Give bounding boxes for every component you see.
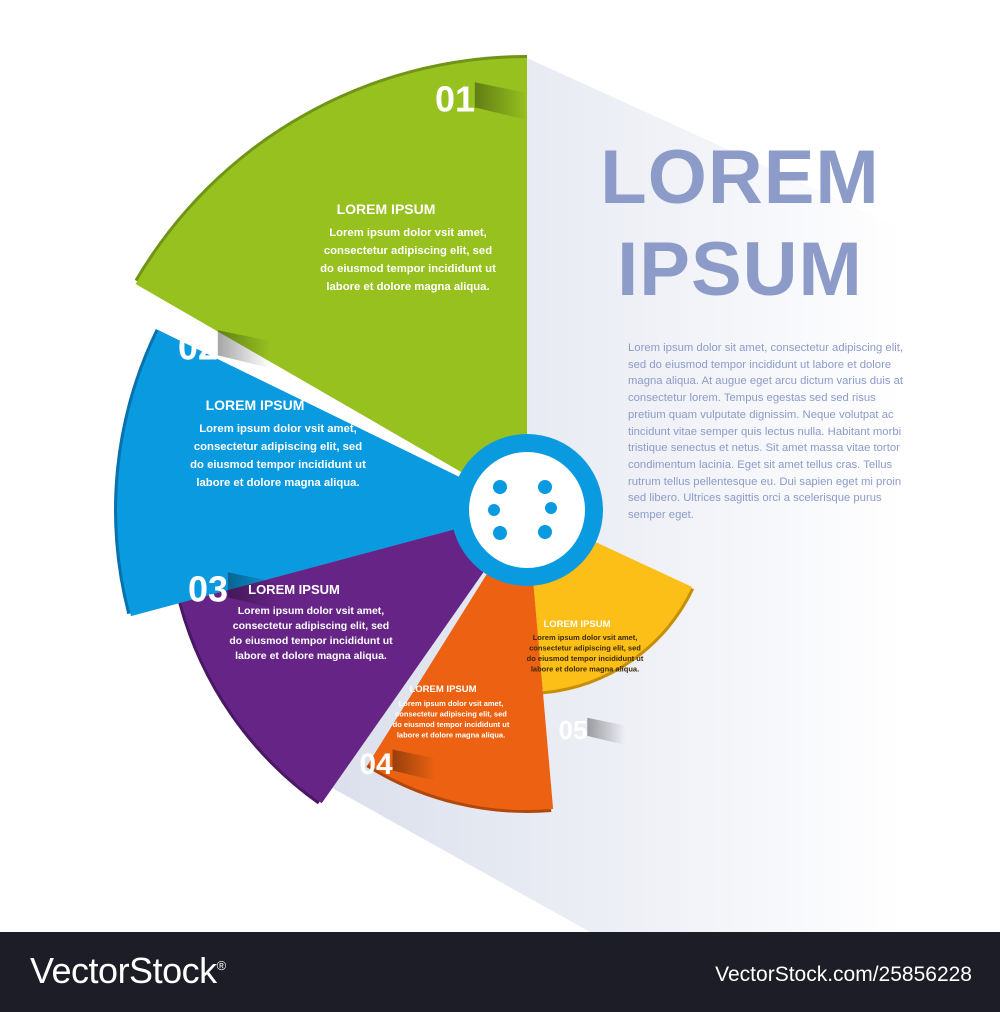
segment-1-body-line: Lorem ipsum dolor vsit amet, [329,227,487,239]
segment-4-body: Lorem ipsum dolor vsit amet, consectetur … [393,699,510,740]
segment-3-title: LOREM IPSUM [248,582,340,597]
segment-5-body: Lorem ipsum dolor vsit amet, consectetur … [527,633,644,674]
segment-1-number: 01 [435,79,475,120]
footer-image-id: VectorStock.com/25856228 [715,963,972,986]
segment-3-body-line: Lorem ipsum dolor vsit amet, [238,605,385,617]
segment-5-body-line: do eiusmod tempor incididunt ut [527,654,644,663]
segment-5-body-line: labore et dolore magna aliqua. [531,665,639,674]
film-reel-icon [488,480,557,540]
segment-2-title: LOREM IPSUM [206,397,305,413]
segment-4-body-line: consectetur adipiscing elit, sed [395,710,507,719]
headline-line-1: LOREM [600,135,880,220]
segment-3-body-line: labore et dolore magna aliqua. [235,650,387,662]
segment-5-number-shadow [587,717,625,745]
segment-4-wedge [368,510,554,811]
hub-disc [469,452,585,568]
segment-2-body-line: consectetur adipiscing elit, sed [194,441,362,453]
segment-1-number-shadow [474,82,527,120]
segment-1-body-line: consectetur adipiscing elit, sed [324,245,492,257]
segment-2-body-line: labore et dolore magna aliqua. [196,477,359,489]
segment-3-body: Lorem ipsum dolor vsit amet, consectetur … [229,605,393,662]
segment-1-body-line: labore et dolore magna aliqua. [326,281,489,293]
segment-2-wedge [117,330,528,617]
segment-2-number: 02 [178,327,218,368]
description-paragraph: Lorem ipsum dolor sit amet, consectetur … [628,342,904,522]
segment-4: 04 LOREM IPSUM Lorem ipsum dolor vsit amet… [359,510,554,813]
footer-brand: VectorStock [30,950,217,991]
watermark-footer: VectorStock® VectorStock.com/25856228 [0,932,1000,1012]
segment-3-body-line: do eiusmod tempor incididunt ut [229,635,393,647]
segment-3-number: 03 [188,569,228,610]
segment-5-body-line: Lorem ipsum dolor vsit amet, [533,633,638,642]
center-hub [451,434,603,586]
segment-4-body-line: do eiusmod tempor incididunt ut [393,720,510,729]
segment-2-number-shadow [217,330,270,368]
segment-3-body-line: consectetur adipiscing elit, sed [233,620,389,632]
segment-4-body-line: Lorem ipsum dolor vsit amet, [399,699,504,708]
segment-1-wedge [135,58,527,510]
segment-1-body: Lorem ipsum dolor vsit amet, consectetur … [320,227,496,293]
registered-mark: ® [216,958,227,973]
segment-2-body-line: Lorem ipsum dolor vsit amet, [199,423,357,435]
segment-2-body-line: do eiusmod tempor incididunt ut [190,459,366,471]
segment-1-body-line: do eiusmod tempor incididunt ut [320,263,496,275]
segment-5-title: LOREM IPSUM [543,619,610,630]
segment-5-body-line: consectetur adipiscing elit, sed [529,644,641,653]
segment-3-number-shadow [227,572,280,610]
headline-line-2: IPSUM [617,227,863,312]
segment-1-title: LOREM IPSUM [337,201,436,217]
segment-4-number-shadow [392,749,436,781]
segment-5-number: 05 [559,715,588,745]
segment-2-body: Lorem ipsum dolor vsit amet, consectetur … [190,423,366,489]
footer-logo: VectorStock® [30,950,226,992]
segment-4-body-line: labore et dolore magna aliqua. [397,731,505,740]
segment-4-number: 04 [359,748,393,781]
segment-4-title: LOREM IPSUM [409,684,476,695]
